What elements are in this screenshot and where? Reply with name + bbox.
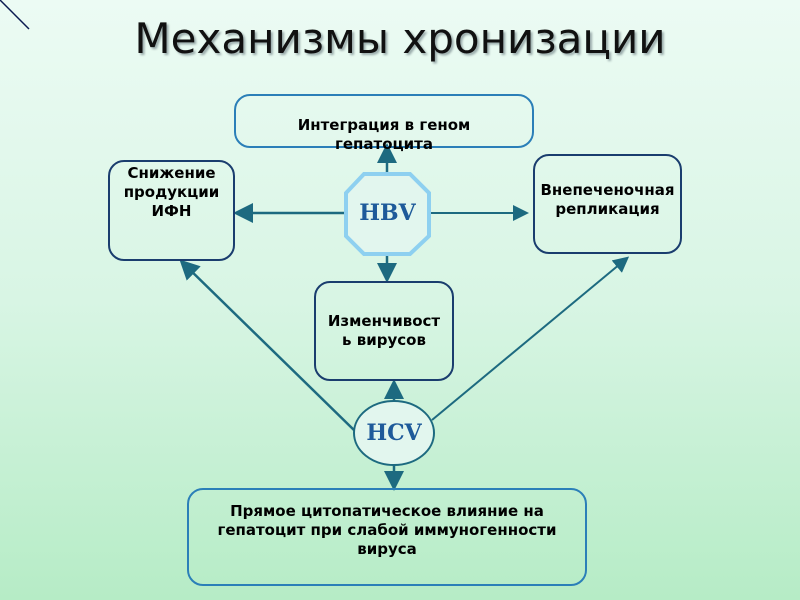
extrahepatic-box: Внепеченочная репликация: [533, 154, 682, 254]
variability-label: Изменчивость вирусов: [327, 312, 441, 349]
ifn-label: Снижение продукции ИФН: [123, 164, 220, 220]
arrow-hcv-ifn: [179, 259, 357, 433]
integration-box: Интеграция в геном гепатоцита: [234, 94, 534, 153]
slide-title: Механизмы хронизации: [134, 14, 666, 63]
hcv-label: HCV: [366, 420, 422, 446]
extrahepatic-label: Внепеченочная репликация: [540, 181, 675, 218]
variability-box: Изменчивость вирусов: [314, 281, 454, 381]
arrow-hcv-extrahepatic: [431, 256, 630, 421]
hcv-circle: [353, 400, 435, 466]
corner-line: [0, 0, 30, 30]
integration-label: Интеграция в геном гепатоцита: [297, 116, 471, 153]
ifn-box: Снижение продукции ИФН: [108, 160, 235, 261]
hbv-label: HBV: [359, 200, 416, 226]
hbv-octagon: [344, 172, 431, 256]
cytopathic-box: Прямое цитопатическое влияние на гепатоц…: [187, 488, 587, 586]
cytopathic-label: Прямое цитопатическое влияние на гепатоц…: [217, 502, 573, 558]
